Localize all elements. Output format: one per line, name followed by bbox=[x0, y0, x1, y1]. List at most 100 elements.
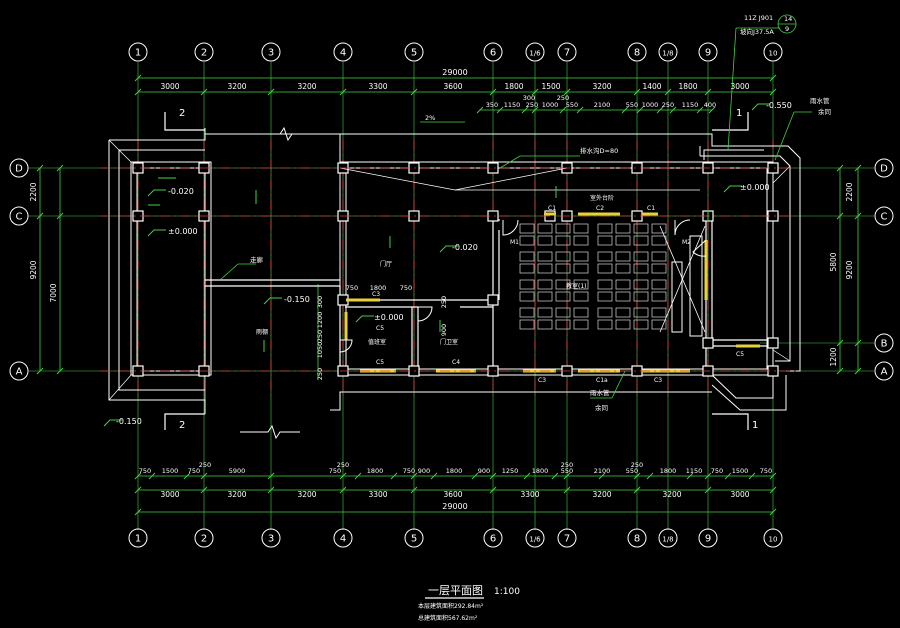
room-hall: 门厅 bbox=[380, 260, 392, 268]
axis-bubble bbox=[404, 528, 424, 548]
section-2-top: 2 bbox=[179, 108, 185, 119]
desk bbox=[519, 263, 535, 274]
axis-bubble bbox=[333, 42, 353, 62]
dim-top_small: 250 bbox=[526, 101, 538, 109]
axis-label: 9 bbox=[705, 534, 711, 545]
break-lines bbox=[240, 126, 320, 440]
dim-bottom_detail: 550 bbox=[626, 467, 638, 475]
desk bbox=[519, 307, 535, 318]
dim-overall-bottom: 29000 bbox=[442, 502, 467, 511]
desk bbox=[519, 279, 535, 290]
dim-top_row: 3200 bbox=[297, 82, 316, 91]
axis-bubble bbox=[698, 528, 718, 548]
dim-bottom_detail: 1150 bbox=[686, 467, 703, 475]
dim-top_small: 1000 bbox=[542, 101, 559, 109]
dim-tick bbox=[633, 88, 641, 96]
dim-top_row: 3300 bbox=[368, 82, 387, 91]
desk bbox=[633, 263, 649, 274]
desk bbox=[597, 319, 613, 330]
dim-tick bbox=[267, 486, 275, 494]
level-l4: -0.150 bbox=[284, 295, 310, 304]
desk bbox=[537, 279, 553, 290]
desk bbox=[537, 319, 553, 330]
interior-walls bbox=[205, 219, 773, 371]
axis-label: A bbox=[881, 367, 888, 378]
callout-num-bottom: 9 bbox=[785, 25, 789, 33]
dim-tick bbox=[708, 106, 716, 114]
dim-bottom_detail: 1800 bbox=[532, 467, 549, 475]
dim-tick bbox=[36, 212, 44, 220]
axis-label: 5 bbox=[411, 534, 417, 545]
dim-bottom_detail: 1800 bbox=[660, 467, 677, 475]
desk bbox=[555, 279, 571, 290]
dim-top_small: 550 bbox=[566, 101, 578, 109]
dim-tick bbox=[633, 486, 641, 494]
windows bbox=[344, 212, 760, 373]
axis-label: B bbox=[881, 339, 888, 350]
desk bbox=[651, 223, 667, 234]
dim-tick bbox=[854, 339, 862, 347]
dim-tick bbox=[390, 472, 398, 480]
desk bbox=[633, 307, 649, 318]
desk bbox=[555, 291, 571, 302]
desk bbox=[555, 307, 571, 318]
dim-tick bbox=[339, 472, 347, 480]
dim-bottom_detail: 750 bbox=[188, 467, 200, 475]
dim-stair-vertical: 1200 bbox=[316, 312, 324, 329]
dim-tick bbox=[183, 472, 191, 480]
desk bbox=[615, 319, 631, 330]
dim-bottom_row: 3200 bbox=[662, 490, 681, 499]
desk bbox=[651, 251, 667, 262]
level-l8: -0.150 bbox=[116, 417, 142, 426]
dim-bottom_row: 3600 bbox=[443, 490, 462, 499]
dim-bottom_detail: 550 bbox=[561, 467, 573, 475]
axis-label: 10 bbox=[769, 50, 778, 58]
dim-tick bbox=[769, 486, 777, 494]
desk bbox=[633, 235, 649, 246]
level-l5: ±0.000 bbox=[374, 313, 404, 322]
column bbox=[767, 337, 779, 349]
desk bbox=[573, 251, 589, 262]
dim-bottom_detail: 750 bbox=[403, 467, 415, 475]
desk bbox=[537, 251, 553, 262]
dim-top-small-extra: 300 bbox=[523, 94, 535, 102]
dim-tick bbox=[748, 472, 756, 480]
dim-left-vertical: 9200 bbox=[29, 260, 38, 279]
level-markers bbox=[103, 103, 770, 427]
dim-tick bbox=[200, 472, 208, 480]
doors bbox=[339, 219, 707, 353]
dim-bottom_detail: 900 bbox=[478, 467, 490, 475]
dim-tick bbox=[563, 88, 571, 96]
dim-bottom_row: 3000 bbox=[730, 490, 749, 499]
rain-pipe-bottom: 雨水管 bbox=[590, 388, 610, 397]
axis-bubble bbox=[525, 42, 545, 62]
dim-bottom_row: 3200 bbox=[227, 490, 246, 499]
desk bbox=[573, 307, 589, 318]
room-covered: 室外台阶 bbox=[590, 194, 614, 202]
axis-label: C bbox=[16, 212, 23, 223]
win-c5-c: C5 bbox=[376, 325, 384, 332]
desk bbox=[615, 223, 631, 234]
dim-tick bbox=[563, 472, 571, 480]
blackboard bbox=[659, 225, 706, 337]
dim-tick bbox=[854, 367, 862, 375]
callout-ref: 11Z J901 bbox=[744, 14, 773, 22]
roof-slope-lines bbox=[108, 139, 791, 401]
axis-label: 1/6 bbox=[529, 536, 541, 544]
dim-left-vertical: 2200 bbox=[29, 182, 38, 201]
dim-tick bbox=[598, 472, 606, 480]
win-c3-c: C3 bbox=[654, 377, 662, 384]
desk bbox=[633, 251, 649, 262]
dim-tick bbox=[769, 508, 777, 516]
dim-tick bbox=[410, 486, 418, 494]
desk bbox=[651, 291, 667, 302]
dim-tick bbox=[646, 472, 654, 480]
dim-tick bbox=[704, 88, 712, 96]
win-c2: C2 bbox=[596, 205, 604, 212]
dim-top_small: 1000 bbox=[642, 101, 659, 109]
dim-tick bbox=[339, 486, 347, 494]
dim-door-small2: 900 bbox=[440, 324, 448, 336]
axis-label: 6 bbox=[490, 48, 496, 59]
axis-label: 10 bbox=[769, 536, 778, 544]
desk bbox=[555, 263, 571, 274]
